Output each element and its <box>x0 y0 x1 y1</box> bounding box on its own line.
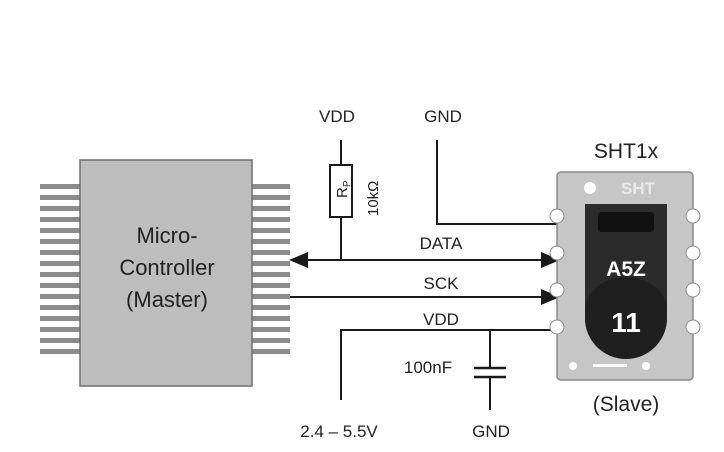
sensor-board-dot <box>584 182 596 194</box>
sensor-chip-code: A5Z <box>606 258 646 281</box>
sensor-title: SHT1x <box>594 140 659 163</box>
data-signal-label: DATA <box>420 234 463 253</box>
supply-range-label: 2.4 – 5.5V <box>300 422 378 441</box>
sensor-board-marks <box>569 362 650 370</box>
mcu-label-line1: Micro- <box>136 223 197 248</box>
mcu-left-pins <box>40 184 80 354</box>
data-arrow-right <box>541 252 560 268</box>
vdd-line <box>340 329 562 400</box>
mcu-label-line2: Controller <box>119 255 214 280</box>
sensor-chip-number: 11 <box>611 307 641 338</box>
gnd-cap-label: GND <box>472 422 510 441</box>
sensor-role: (Slave) <box>593 393 660 416</box>
vdd-resistor-label: VDD <box>319 107 355 126</box>
sensor-board-notches <box>549 208 701 335</box>
sck-arrow-right <box>541 289 560 305</box>
vdd-line-label: VDD <box>423 310 459 329</box>
sck-signal-label: SCK <box>424 274 460 293</box>
resistor-label: RP <box>334 180 353 198</box>
sensor-board-text: SHT <box>621 179 656 198</box>
data-arrow-left <box>289 252 308 268</box>
gnd-top-wire <box>436 140 562 225</box>
microcontroller-body <box>79 159 253 387</box>
resistor-value: 10kΩ <box>365 181 382 216</box>
sensor-chip <box>585 204 667 359</box>
capacitor-value: 100nF <box>404 358 452 377</box>
gnd-top-label: GND <box>424 107 462 126</box>
mcu-right-pins <box>250 184 290 354</box>
mcu-label-line3: (Master) <box>126 287 208 312</box>
